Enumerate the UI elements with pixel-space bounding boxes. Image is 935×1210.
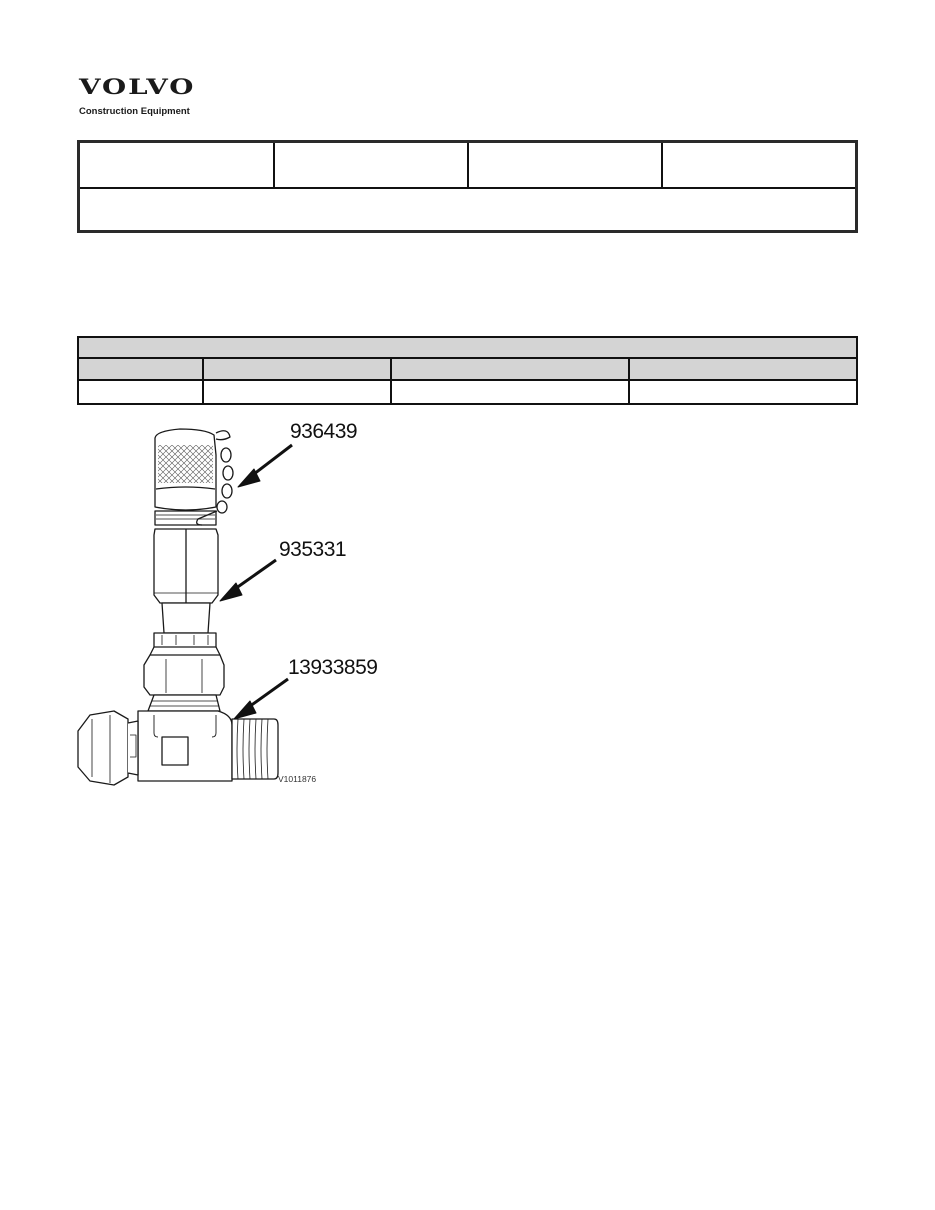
document-info-table [77, 140, 858, 233]
column-header [392, 359, 630, 379]
figure-id: V1011876 [278, 774, 317, 784]
table-cell [630, 381, 856, 403]
info-cell-3 [469, 143, 663, 187]
document-info-row [80, 143, 855, 189]
table-cell [392, 381, 630, 403]
callout-label: 935331 [279, 538, 347, 561]
brand-wordmark: VOLVO [79, 74, 196, 99]
fitting-illustration: 936439 935331 13933859 V1011876 [70, 415, 390, 805]
document-title-cell [80, 189, 855, 233]
table-row [79, 381, 856, 403]
column-header [79, 359, 204, 379]
parts-table [77, 336, 858, 405]
column-header [630, 359, 856, 379]
table-cell [79, 381, 204, 403]
callout-label: 936439 [290, 420, 358, 443]
table-cell [204, 381, 392, 403]
parts-table-header [79, 359, 856, 381]
info-cell-1 [80, 143, 275, 187]
volvo-logo: VOLVO Construction Equipment [79, 76, 193, 117]
info-cell-4 [663, 143, 855, 187]
callout-label: 13933859 [288, 656, 378, 679]
parts-table-title [79, 338, 856, 359]
tee-fitting-drawing [77, 428, 293, 786]
brand-subtitle: Construction Equipment [79, 106, 190, 117]
column-header [204, 359, 392, 379]
info-cell-2 [275, 143, 469, 187]
